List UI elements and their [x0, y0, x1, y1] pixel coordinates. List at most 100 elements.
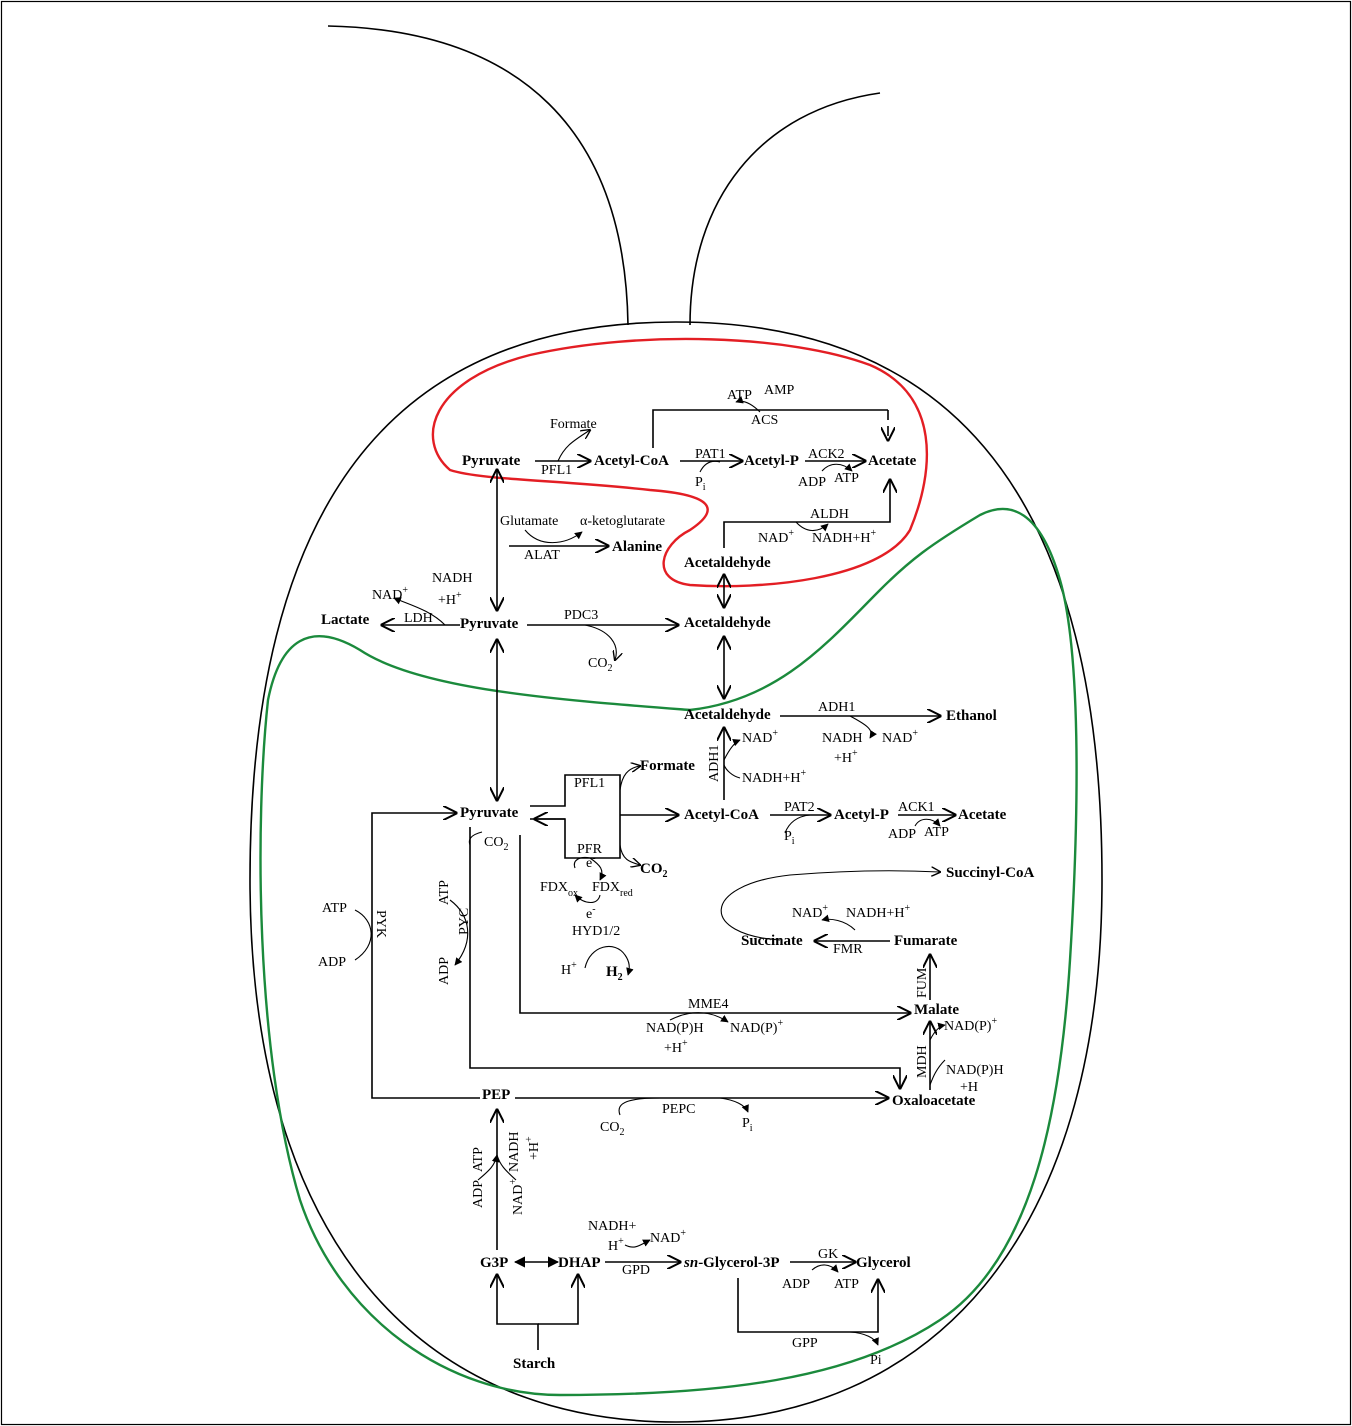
- enzyme-ldh: LDH: [404, 611, 433, 626]
- enzyme-alat: ALAT: [524, 548, 560, 563]
- cofactor-adp-pyk: ADP: [318, 955, 346, 970]
- metabolite-h2: H2: [606, 964, 623, 983]
- electron-top: e-: [586, 853, 596, 871]
- cofactor-nadh-ldh-line2: +H+: [438, 590, 462, 608]
- enzyme-adh1-vertical: ADH1: [707, 745, 722, 782]
- cofactor-nad-aldh: NAD+: [758, 528, 794, 546]
- enzyme-pat1: PAT1: [695, 447, 726, 462]
- enzyme-ack2: ACK2: [808, 447, 845, 462]
- metabolite-g3p: G3P: [480, 1255, 508, 1271]
- metabolite-oxaloacetate: Oxaloacetate: [892, 1093, 976, 1109]
- metabolite-co2-bold: CO2: [640, 861, 668, 880]
- metabolite-dhap: DHAP: [558, 1255, 601, 1271]
- metabolite-lactate: Lactate: [321, 612, 370, 628]
- enzyme-mme4: MME4: [688, 997, 728, 1012]
- cofactor-nad-ldh: NAD+: [372, 585, 408, 603]
- metabolite-succinate: Succinate: [741, 933, 803, 949]
- cofactor-formate-pfl: Formate: [550, 417, 597, 432]
- cofactor-atp-glyc: ATP: [471, 1147, 486, 1172]
- enzyme-pyc: PYC: [457, 908, 472, 935]
- cofactor-nadh-adh-line2: +H+: [834, 748, 858, 766]
- metabolite-formate-mitochondrion: Formate: [640, 758, 695, 774]
- enzyme-pfl1-mitochondrion: PFL1: [574, 776, 605, 791]
- cofactor-nad-adh: NAD+: [882, 728, 918, 746]
- cofactor-pi-pat2: Pi: [784, 829, 795, 847]
- cofactor-nad-glyc: NAD+: [508, 1179, 526, 1215]
- cofactor-atp-gk: ATP: [834, 1277, 859, 1292]
- cofactor-nadh-adh-line1: NADH: [822, 731, 862, 746]
- cofactor-nad-adh1v: NAD+: [742, 728, 778, 746]
- enzyme-mdh: MDH: [915, 1045, 930, 1078]
- cofactor-nadh-gpd-line2: H+: [608, 1236, 624, 1254]
- cofactor-ketoglutarate: α-ketoglutarate: [580, 514, 665, 529]
- metabolite-acetylcoa-chloroplast: Acetyl-CoA: [594, 453, 669, 469]
- enzyme-ack1: ACK1: [898, 800, 935, 815]
- enzyme-adh1-horizontal: ADH1: [818, 700, 855, 715]
- enzyme-pfr: PFR: [577, 842, 603, 857]
- cofactor-adp-gk: ADP: [782, 1277, 810, 1292]
- cofactor-adp-ack2: ADP: [798, 475, 826, 490]
- cofactor-glutamate: Glutamate: [500, 514, 558, 529]
- cofactor-fdx-ox: FDXox: [540, 880, 578, 899]
- enzyme-pdc3: PDC3: [564, 608, 598, 623]
- metabolite-acetylp-mitochondrion: Acetyl-P: [834, 807, 889, 823]
- cofactor-nadph-mme-line1: NAD(P)H: [646, 1021, 704, 1036]
- cofactor-fdx-red: FDXred: [592, 880, 633, 899]
- enzyme-gpp: GPP: [792, 1336, 818, 1351]
- cofactor-atp-pyk: ATP: [322, 901, 347, 916]
- cofactor-nadh-aldh: NADH+H+: [812, 528, 876, 546]
- cofactor-atp-ack1: ATP: [924, 825, 949, 840]
- enzyme-pepc: PEPC: [662, 1102, 695, 1117]
- cofactor-adp-ack1: ADP: [888, 827, 916, 842]
- cofactor-nadp-mme: NAD(P)+: [730, 1018, 783, 1036]
- metabolite-acetaldehyde-cytosol: Acetaldehyde: [684, 615, 771, 631]
- cofactor-nadh-adh1v: NADH+H+: [742, 768, 806, 786]
- cofactor-nadh-fmr: NADH+H+: [846, 903, 910, 921]
- metabolite-fumarate: Fumarate: [894, 933, 958, 949]
- enzyme-fmr: FMR: [833, 942, 863, 957]
- cofactor-atp-ack2: ATP: [834, 471, 859, 486]
- cofactor-co2-pdc: CO2: [588, 656, 612, 674]
- metabolite-acetate-chloroplast: Acetate: [868, 453, 917, 469]
- cofactor-nadh-gpd-line1: NADH+: [588, 1219, 636, 1234]
- cofactor-nad-gpd: NAD+: [650, 1228, 686, 1246]
- flagellum-left: [328, 26, 628, 325]
- metabolite-acetylp-chloroplast: Acetyl-P: [744, 453, 799, 469]
- metabolite-glycerol: Glycerol: [856, 1255, 911, 1271]
- cofactor-co2-pepc: CO2: [600, 1120, 624, 1138]
- metabolite-acetaldehyde-chloroplast: Acetaldehyde: [684, 555, 771, 571]
- metabolite-pyruvate-chloroplast: Pyruvate: [462, 453, 521, 469]
- cofactor-nadh-glyc-line2: +H+: [524, 1136, 542, 1160]
- cofactor-nadph-mdh-line1: NAD(P)H: [946, 1063, 1004, 1078]
- enzyme-pyk: PYK: [373, 910, 388, 938]
- enzyme-pfl1-chloroplast: PFL1: [541, 463, 572, 478]
- cofactor-nadh-ldh-line1: NADH: [432, 571, 472, 586]
- enzyme-pat2: PAT2: [784, 800, 815, 815]
- metabolite-pyruvate-cytosol: Pyruvate: [460, 616, 519, 632]
- metabolite-ethanol: Ethanol: [946, 708, 997, 724]
- enzyme-fum: FUM: [915, 967, 930, 998]
- cofactor-atp-acs: ATP: [727, 388, 752, 403]
- electron-bottom: e-: [586, 904, 596, 922]
- cofactor-nadh-glyc-line1: NADH: [507, 1132, 522, 1172]
- cofactor-adp-glyc: ADP: [471, 1180, 486, 1208]
- metabolite-succinylcoa: Succinyl-CoA: [946, 865, 1035, 881]
- cofactor-atp-pyc: ATP: [437, 880, 452, 905]
- cofactor-co2-pyc: CO2: [484, 835, 508, 853]
- cofactor-pi-gpp: Pi: [870, 1353, 882, 1368]
- metabolite-acetaldehyde-mitochondrion: Acetaldehyde: [684, 707, 771, 723]
- cofactor-nadph-mme-line2: +H+: [664, 1038, 688, 1056]
- metabolite-acetylcoa-mitochondrion: Acetyl-CoA: [684, 807, 759, 823]
- cofactor-nadp-mdh: NAD(P)+: [944, 1016, 997, 1034]
- enzyme-gpd: GPD: [622, 1263, 650, 1278]
- flagellum-right: [690, 93, 880, 325]
- enzyme-acs: ACS: [751, 413, 778, 428]
- cofactor-adp-pyc: ADP: [437, 957, 452, 985]
- metabolite-starch: Starch: [513, 1356, 556, 1372]
- metabolite-acetate-mitochondrion: Acetate: [958, 807, 1007, 823]
- cofactor-pi-pepc: Pi: [742, 1116, 753, 1134]
- metabolite-alanine: Alanine: [612, 539, 662, 555]
- metabolite-malate: Malate: [914, 1002, 959, 1018]
